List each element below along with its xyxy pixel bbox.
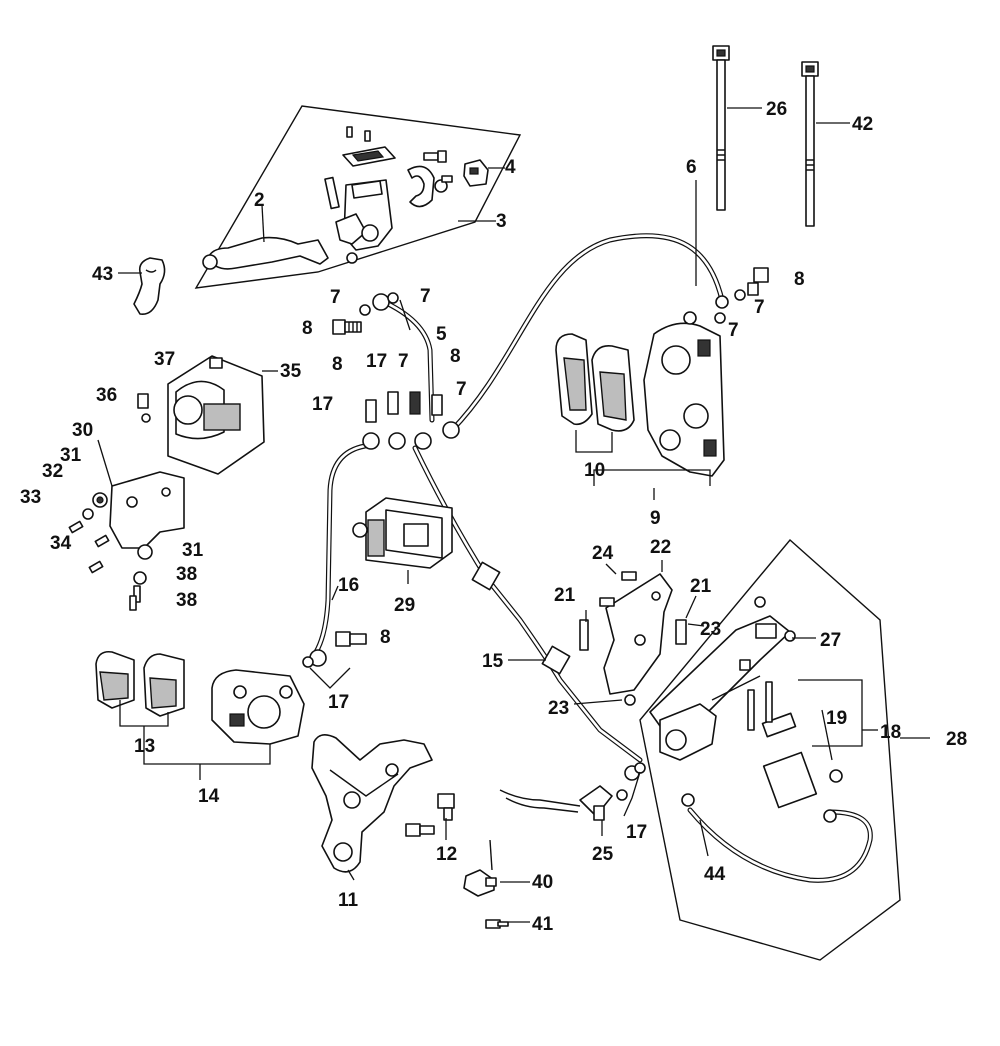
callout-42: 42 (852, 114, 873, 135)
callout-8: 8 (450, 346, 461, 367)
bracket-22 (579, 571, 687, 706)
caliper-bracket-11 (311, 734, 433, 873)
callout-31: 31 (182, 540, 204, 561)
callout-22: 22 (650, 537, 671, 558)
callout-41: 41 (532, 914, 554, 935)
callout-19: 19 (826, 708, 847, 729)
callout-15: 15 (482, 651, 504, 672)
callout-9: 9 (650, 508, 661, 529)
leader-lines (119, 180, 930, 923)
callout-43: 43 (92, 264, 113, 285)
cable-tie-42 (801, 61, 850, 227)
callout-23: 23 (548, 698, 569, 719)
callout-labels: 2 3 4 5 6 7 7 7 7 7 7 8 8 8 8 8 9 10 11 … (20, 99, 967, 935)
callout-24: 24 (592, 543, 614, 564)
hose-clip-43 (118, 257, 166, 316)
rear-master-cylinder-group-28 (639, 538, 901, 961)
callout-27: 27 (820, 630, 841, 651)
callout-18: 18 (880, 722, 901, 743)
brake-hoses (309, 233, 729, 781)
callout-5: 5 (436, 324, 447, 345)
callout-17: 17 (328, 692, 349, 713)
callout-13: 13 (134, 736, 155, 757)
callout-4: 4 (505, 157, 516, 178)
callout-31: 31 (60, 445, 82, 466)
cable-tie-26 (712, 45, 762, 211)
callout-12: 12 (436, 844, 457, 865)
speed-sensor-40 (463, 839, 509, 929)
left-fasteners (68, 393, 153, 611)
callout-11: 11 (338, 890, 359, 911)
callout-6: 6 (686, 157, 697, 178)
callout-32: 32 (42, 461, 63, 482)
callout-7: 7 (456, 379, 467, 400)
callout-21: 21 (690, 576, 712, 597)
callout-8: 8 (332, 354, 343, 375)
callout-37: 37 (154, 349, 175, 370)
callout-3: 3 (496, 211, 507, 232)
banjo-bolts-and-washers (302, 267, 769, 801)
mounting-plate-30 (82, 439, 185, 549)
callout-7: 7 (754, 297, 765, 318)
callout-40: 40 (532, 872, 553, 893)
callout-7: 7 (420, 286, 431, 307)
front-brake-caliper-9 (643, 311, 725, 477)
abs-bracket-35 (167, 355, 278, 475)
callout-8: 8 (794, 269, 805, 290)
callout-8: 8 (380, 627, 391, 648)
callout-29: 29 (394, 595, 415, 616)
callout-34: 34 (50, 533, 72, 554)
callout-28: 28 (946, 729, 967, 750)
callout-7: 7 (330, 287, 341, 308)
callout-38: 38 (176, 564, 197, 585)
callout-16: 16 (338, 575, 359, 596)
callout-30: 30 (72, 420, 93, 441)
callout-26: 26 (766, 99, 787, 120)
fitting-25 (499, 785, 613, 821)
callout-23: 23 (700, 619, 721, 640)
callout-17: 17 (312, 394, 333, 415)
callout-10: 10 (584, 460, 605, 481)
callout-25: 25 (592, 844, 614, 865)
rear-brake-caliper-14 (211, 669, 305, 745)
front-master-cylinder-group (194, 105, 522, 289)
callout-7: 7 (728, 320, 739, 341)
callout-17: 17 (626, 822, 647, 843)
abs-module-29 (352, 497, 453, 569)
bolts-12 (405, 793, 455, 837)
rear-brake-pads-13 (95, 650, 185, 717)
callout-17: 17 (366, 351, 387, 372)
callout-35: 35 (280, 361, 302, 382)
callout-8: 8 (302, 318, 313, 339)
callout-36: 36 (96, 385, 117, 406)
callout-7: 7 (398, 351, 409, 372)
front-brake-pads-10 (555, 333, 635, 432)
callout-21: 21 (554, 585, 576, 606)
callout-38: 38 (176, 590, 197, 611)
callout-44: 44 (704, 864, 726, 885)
callout-33: 33 (20, 487, 41, 508)
callout-2: 2 (254, 190, 265, 211)
callout-14: 14 (198, 786, 220, 807)
